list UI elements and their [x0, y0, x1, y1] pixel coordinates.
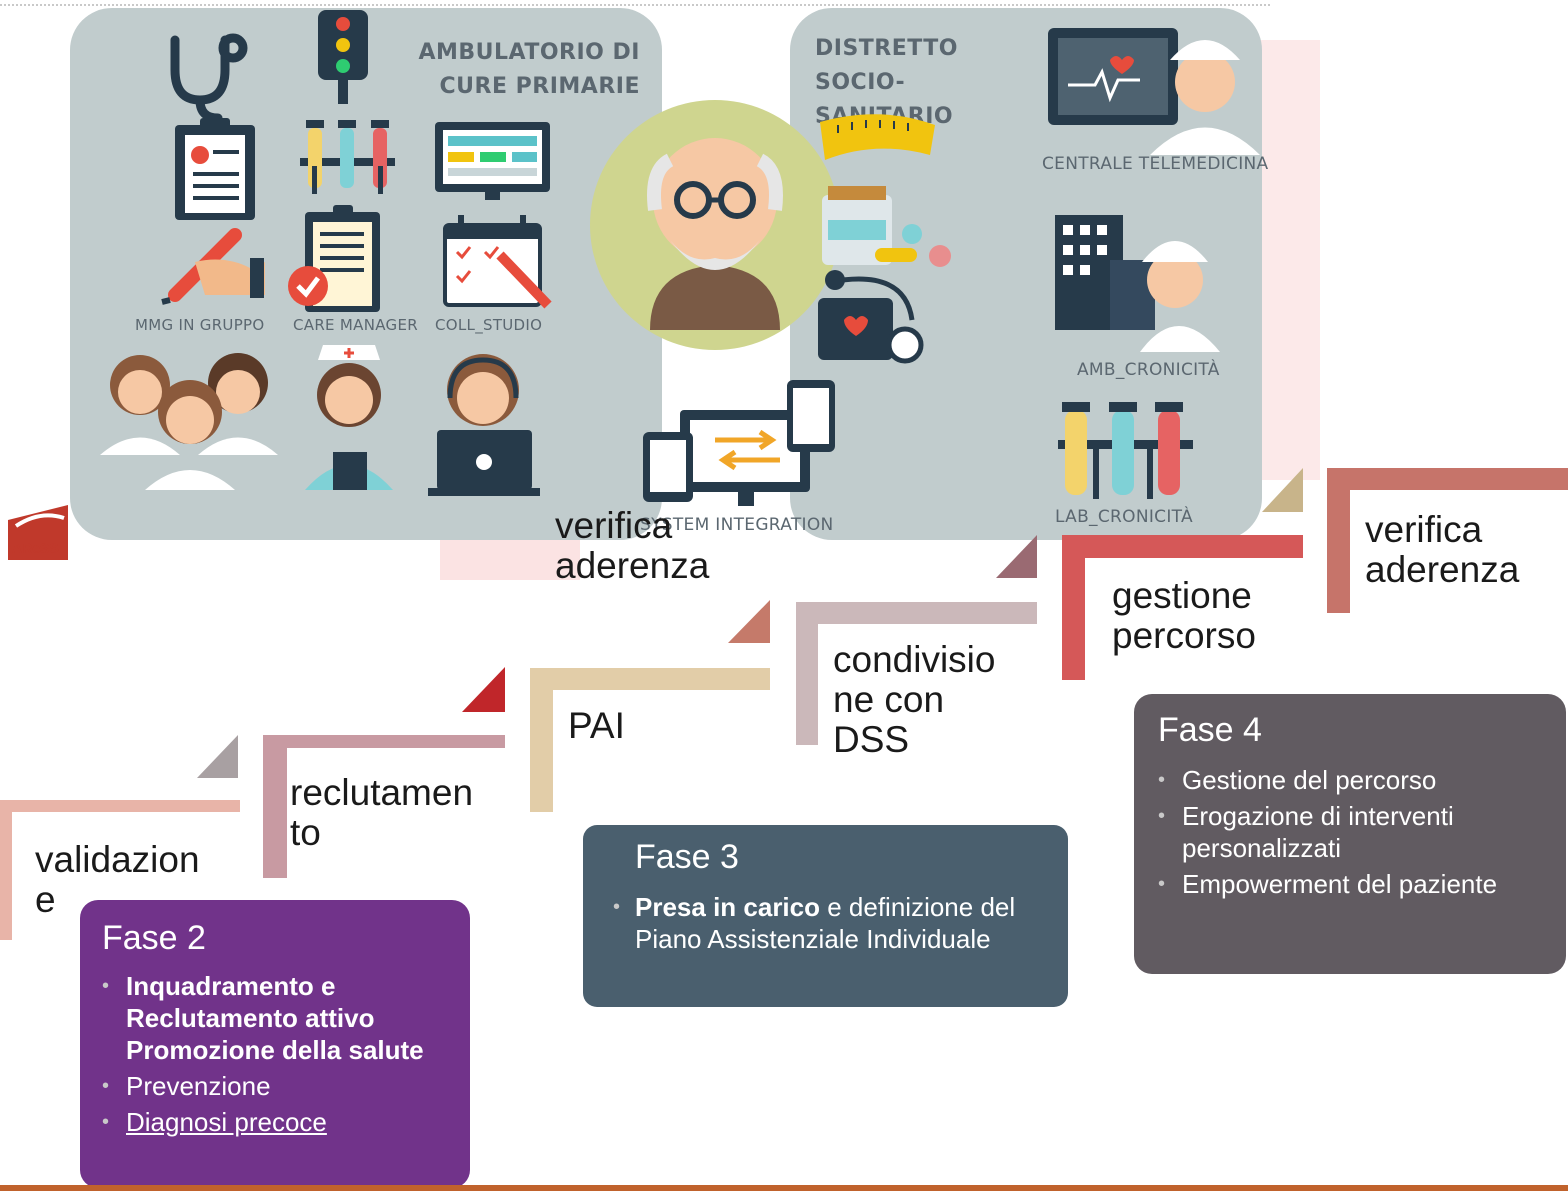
- fase2-item-1-text: Inquadramento e Reclutamento attivo Prom…: [126, 971, 424, 1065]
- operator-icon: [428, 354, 540, 496]
- caption-system-integration: SYSTEM INTEGRATION: [640, 515, 834, 535]
- telemedicine-icon: [1048, 28, 1260, 155]
- system-integration-icon: [643, 380, 835, 506]
- fase3-item-1-rest: e definizione del Piano Assistenziale In…: [635, 892, 1016, 954]
- stethoscope-icon: [170, 33, 248, 123]
- fase2-item-3: Diagnosi precoce: [102, 1106, 450, 1138]
- fase4-list: Gestione del percorso Erogazione di inte…: [1158, 764, 1546, 900]
- fase3-box: Fase 3 Presa in carico e definizione del…: [583, 825, 1068, 1007]
- step-gestione-shape: [1062, 535, 1303, 680]
- fase2-item-2: Prevenzione: [102, 1070, 450, 1102]
- fase4-box: Fase 4 Gestione del percorso Erogazione …: [1134, 694, 1566, 974]
- calendar-icon: [443, 215, 552, 309]
- ambulatorio-title: AMBULATORIO DI CURE PRIMARIE: [400, 36, 640, 104]
- step-verifica2-shape: [1327, 468, 1568, 613]
- step-verifica-1: verifica aderenza: [555, 505, 710, 586]
- traffic-light-icon: [318, 10, 368, 104]
- caption-coll-studio: COLL_STUDIO: [435, 316, 543, 334]
- fase3-item-1-bold: Presa in carico: [635, 892, 820, 922]
- fase2-title: Fase 2: [102, 919, 206, 957]
- arrow-1: [197, 735, 238, 778]
- aress-logo: [8, 505, 68, 560]
- bottom-accent-line: [0, 1185, 1568, 1191]
- step-validazione: validazion e: [35, 839, 200, 920]
- hospital-icon: [1055, 215, 1220, 352]
- step-condivisione-shape: [796, 602, 1037, 745]
- step-pai: PAI: [568, 705, 625, 746]
- arrow-2: [462, 667, 505, 712]
- fase2-item-1: Inquadramento e Reclutamento attivo Prom…: [102, 970, 450, 1066]
- caption-care-manager: CARE MANAGER: [293, 316, 418, 334]
- fase3-title: Fase 3: [635, 838, 739, 876]
- doctors-icon: [100, 353, 278, 490]
- pills-icon: [822, 186, 951, 267]
- elderly-patient-icon: [647, 138, 783, 330]
- logo-text: AReSS: [12, 540, 59, 556]
- fase3-list: Presa in carico e definizione del Piano …: [613, 891, 1046, 955]
- caption-mmg: MMG IN GRUPPO: [135, 316, 265, 334]
- lab-tubes-icon: [1058, 402, 1193, 499]
- fase2-box: Fase 2 Inquadramento e Reclutamento atti…: [80, 900, 470, 1188]
- step-gestione: gestione percorso: [1112, 575, 1256, 656]
- monitor-icon: [435, 122, 550, 200]
- step-verifica-2: verifica aderenza: [1365, 509, 1520, 590]
- top-dotted-divider: [0, 4, 1270, 6]
- fase3-item-1: Presa in carico e definizione del Piano …: [613, 891, 1046, 955]
- caption-amb-cronicita: AMB_CRONICITÀ: [1077, 360, 1220, 380]
- clipboard-icon: [175, 118, 255, 220]
- arrow-3: [728, 600, 770, 643]
- fase4-item-2: Erogazione di interventi personalizzati: [1158, 800, 1546, 864]
- ambulatorio-title-line1: AMBULATORIO DI: [418, 40, 640, 65]
- fase4-title: Fase 4: [1158, 711, 1262, 749]
- blood-pressure-icon: [818, 270, 924, 364]
- checklist-icon: [288, 205, 380, 312]
- step-pai-shape: [530, 668, 770, 812]
- fase2-list: Inquadramento e Reclutamento attivo Prom…: [102, 970, 450, 1138]
- staircase-steps: [0, 468, 1568, 940]
- arrow-4: [996, 535, 1037, 578]
- fase4-item-1: Gestione del percorso: [1158, 764, 1546, 796]
- arrow-5: [1262, 468, 1303, 512]
- fase4-item-3: Empowerment del paziente: [1158, 868, 1546, 900]
- nurse-icon: [305, 345, 393, 490]
- caption-lab-cronicita: LAB_CRONICITÀ: [1055, 507, 1193, 527]
- test-tubes-icon: [300, 120, 395, 194]
- ambulatorio-title-line2: CURE PRIMARIE: [439, 74, 640, 99]
- step-condivisione: condivisio ne con DSS: [833, 639, 996, 760]
- tape-measure-icon: [820, 114, 935, 160]
- pen-hand-icon: [161, 228, 265, 305]
- step-reclutamento: reclutamen to: [290, 772, 474, 853]
- distretto-title-line1: DISTRETTO SOCIO-: [815, 36, 958, 95]
- caption-telemedicina: CENTRALE TELEMEDICINA: [1042, 154, 1269, 174]
